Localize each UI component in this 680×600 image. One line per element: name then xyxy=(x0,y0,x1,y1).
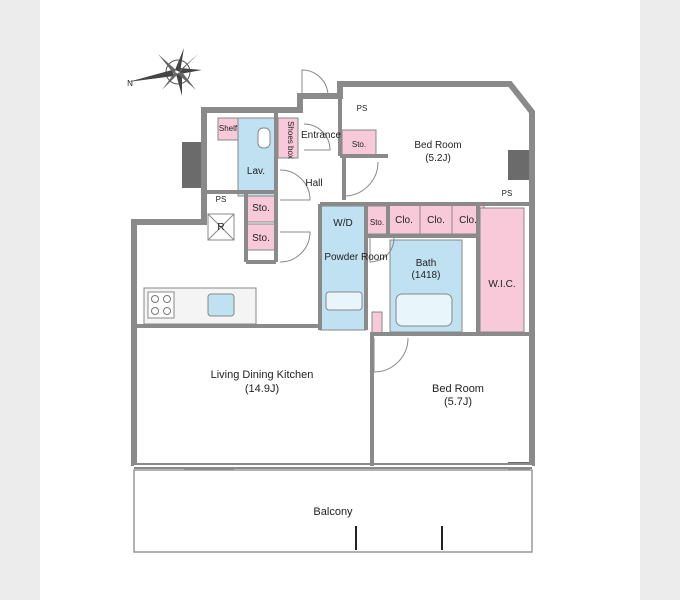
entrance-storage-area xyxy=(341,129,377,157)
label-wd: W/D xyxy=(333,218,352,229)
toilet-icon xyxy=(257,127,271,149)
label-hall: Hall xyxy=(305,178,322,189)
lavatory-area xyxy=(237,117,277,197)
column-right-top xyxy=(508,150,530,180)
label-ldk-size: (14.9J) xyxy=(245,383,279,395)
outer-wall xyxy=(131,81,535,466)
label-ps-left: PS xyxy=(216,195,227,204)
label-r: R xyxy=(217,222,224,233)
floor-plan: N xyxy=(127,48,535,553)
balcony-area xyxy=(133,469,533,553)
closet-1-area xyxy=(387,203,421,235)
label-bath-size: (1418) xyxy=(412,270,441,281)
label-sto-1: Sto. xyxy=(252,203,270,214)
stove-icon xyxy=(147,291,175,319)
label-sto-wd: Sto. xyxy=(370,218,384,227)
label-entrance: Entrance xyxy=(301,130,341,141)
label-balcony: Balcony xyxy=(313,506,353,518)
label-bath: Bath xyxy=(416,258,437,269)
powder-sink-icon xyxy=(325,291,363,311)
label-clo-2: Clo. xyxy=(427,215,445,226)
label-bed-room-1-size: (5.2J) xyxy=(425,153,451,164)
label-wic: W.I.C. xyxy=(488,279,515,290)
label-lav: Lav. xyxy=(247,166,265,177)
label-clo-3: Clo. xyxy=(459,215,477,226)
label-powder-room: Powder Room xyxy=(324,252,387,263)
label-bed-room-2-size: (5.7J) xyxy=(444,396,472,408)
walk-in-closet-area xyxy=(479,207,525,333)
bathtub-icon xyxy=(395,293,453,327)
kitchen-sink-icon xyxy=(207,293,235,317)
door-swings xyxy=(279,69,409,373)
interior-walls xyxy=(134,96,532,466)
label-ldk: Living Dining Kitchen xyxy=(211,369,314,381)
small-storage-area xyxy=(371,311,383,335)
label-ps-top: PS xyxy=(357,104,368,113)
label-ps-right: PS xyxy=(502,189,513,198)
label-bed-room-1: Bed Room xyxy=(414,140,461,151)
label-sto-entrance: Sto. xyxy=(352,140,366,149)
label-sto-2: Sto. xyxy=(252,233,270,244)
floor-plan-sheet: N xyxy=(40,0,640,600)
column-left xyxy=(182,142,204,188)
label-clo-1: Clo. xyxy=(395,215,413,226)
label-bed-room-2: Bed Room xyxy=(432,383,484,395)
label-shoes-box: Shoes box xyxy=(286,121,295,159)
compass-north-label: N xyxy=(127,79,133,88)
label-shelf: Shelf xyxy=(219,124,238,133)
compass-rose-icon xyxy=(128,48,202,96)
